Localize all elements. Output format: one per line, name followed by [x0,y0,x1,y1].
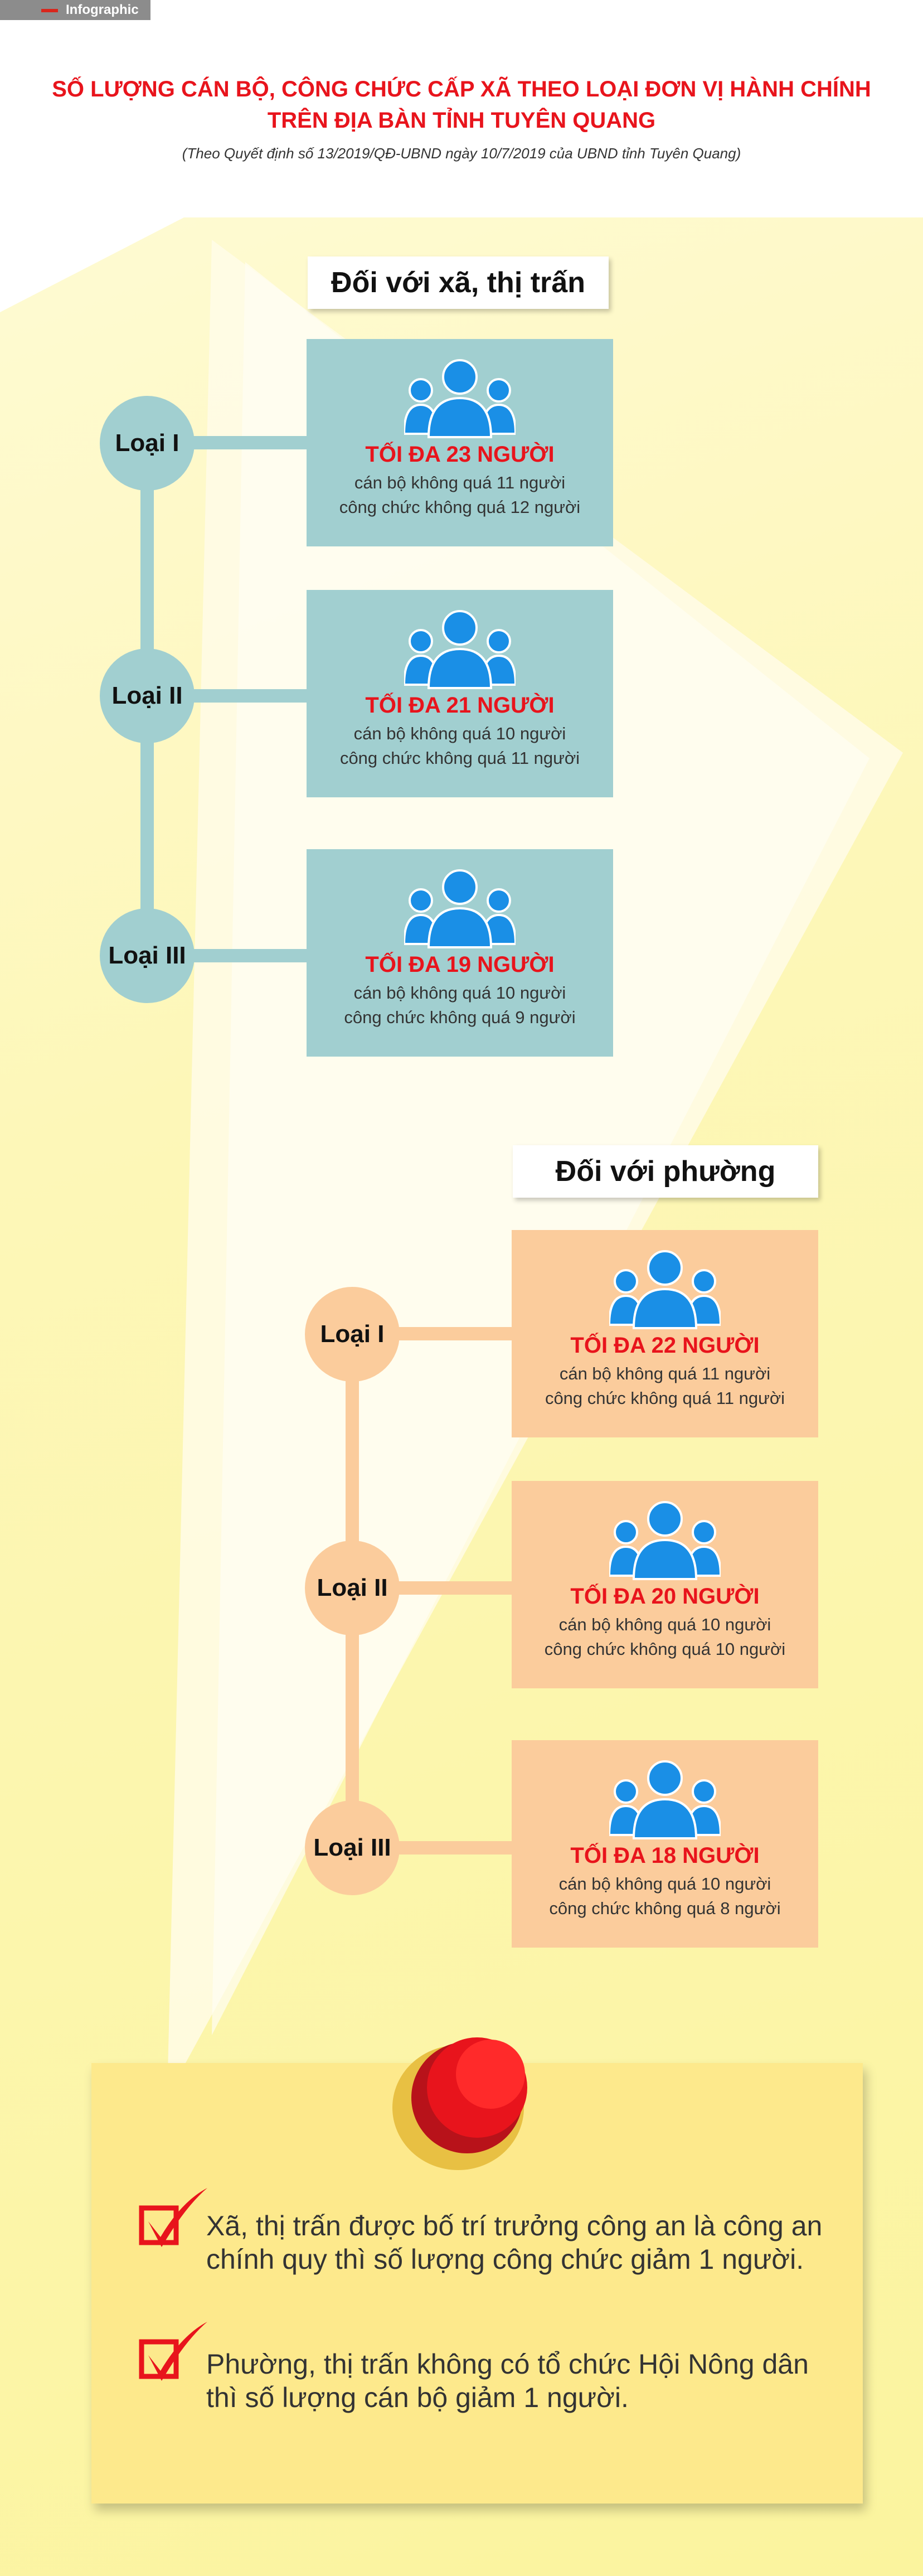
section-heading-commune: Đối với xã, thị trấn [308,256,609,309]
type-circle-commune-2: Loại II [100,648,195,743]
people-group-icon [404,359,516,438]
note-1-line-1: Xã, thị trấn được bố trí trưởng công an … [206,2210,823,2241]
page-subtitle: (Theo Quyết định số 13/2019/QĐ-UBND ngày… [182,145,741,162]
cadre-limit: cán bộ không quá 10 người [558,1874,771,1894]
cadre-limit: cán bộ không quá 10 người [558,1615,771,1634]
type-circle-ward-1: Loại I [305,1287,400,1382]
connector-row-2 [390,1581,515,1595]
infographic-badge: Infographic [0,0,150,20]
people-group-icon [404,869,516,948]
type-circle-ward-3: Loại III [305,1800,400,1895]
note-1-line-2: chính quy thì số lượng công chức giảm 1 … [206,2244,804,2275]
badge-logo-mark [41,9,58,12]
note-box: Xã, thị trấn được bố trí trưởng công an … [91,2063,863,2504]
max-count: TỐI ĐA 18 NGƯỜI [570,1843,760,1868]
max-count: TỐI ĐA 22 NGƯỜI [570,1333,760,1358]
type-circle-commune-3: Loại III [100,908,195,1003]
type-circle-ward-2: Loại II [305,1541,400,1635]
connector-row-3 [390,1841,515,1854]
page-title-line-1: SỐ LƯỢNG CÁN BỘ, CÔNG CHỨC CẤP XÃ THEO L… [52,77,871,101]
connector-row-3 [184,949,312,962]
cadre-limit: cán bộ không quá 10 người [353,724,566,743]
cadre-limit: cán bộ không quá 11 người [559,1364,771,1383]
connector-row-1 [390,1327,515,1340]
civil-servant-limit: công chức không quá 11 người [545,1388,785,1408]
type-circle-commune-1: Loại I [100,396,195,491]
note-2-line-2: thì số lượng cán bộ giảm 1 người. [206,2382,629,2413]
info-card-commune-2: TỐI ĐA 21 NGƯỜI cán bộ không quá 10 ngườ… [307,590,613,797]
people-group-icon [609,1250,721,1329]
max-count: TỐI ĐA 20 NGƯỜI [570,1584,760,1609]
civil-servant-limit: công chức không quá 8 người [549,1899,781,1918]
people-group-icon [609,1501,721,1580]
info-card-ward-2: TỐI ĐA 20 NGƯỜI cán bộ không quá 10 ngườ… [512,1481,818,1688]
max-count: TỐI ĐA 21 NGƯỜI [365,693,555,718]
badge-label: Infographic [66,2,139,17]
checkmark-icon [139,2322,207,2381]
people-group-icon [404,610,516,689]
checkmark-icon [139,2188,207,2247]
info-card-ward-3: TỐI ĐA 18 NGƯỜI cán bộ không quá 10 ngườ… [512,1740,818,1948]
note-2-line-1: Phường, thị trấn không có tổ chức Hội Nô… [206,2349,809,2380]
section-heading-ward: Đối với phường [513,1145,818,1198]
civil-servant-limit: công chức không quá 11 người [339,748,580,768]
pushpin-icon [392,2037,527,2170]
info-card-commune-3: TỐI ĐA 19 NGƯỜI cán bộ không quá 10 ngườ… [307,849,613,1057]
civil-servant-limit: công chức không quá 12 người [339,497,581,517]
max-count: TỐI ĐA 19 NGƯỜI [365,952,555,977]
info-card-ward-1: TỐI ĐA 22 NGƯỜI cán bộ không quá 11 ngườ… [512,1230,818,1437]
connector-row-1 [184,436,312,449]
connector-row-2 [184,689,312,703]
people-group-icon [609,1760,721,1839]
max-count: TỐI ĐA 23 NGƯỜI [365,442,555,467]
page-title-line-2: TRÊN ĐỊA BÀN TỈNH TUYÊN QUANG [267,108,656,133]
cadre-limit: cán bộ không quá 10 người [353,983,566,1003]
cadre-limit: cán bộ không quá 11 người [354,473,566,492]
info-card-commune-1: TỐI ĐA 23 NGƯỜI cán bộ không quá 11 ngườ… [307,339,613,546]
civil-servant-limit: công chức không quá 10 người [544,1639,786,1659]
civil-servant-limit: công chức không quá 9 người [344,1008,576,1027]
